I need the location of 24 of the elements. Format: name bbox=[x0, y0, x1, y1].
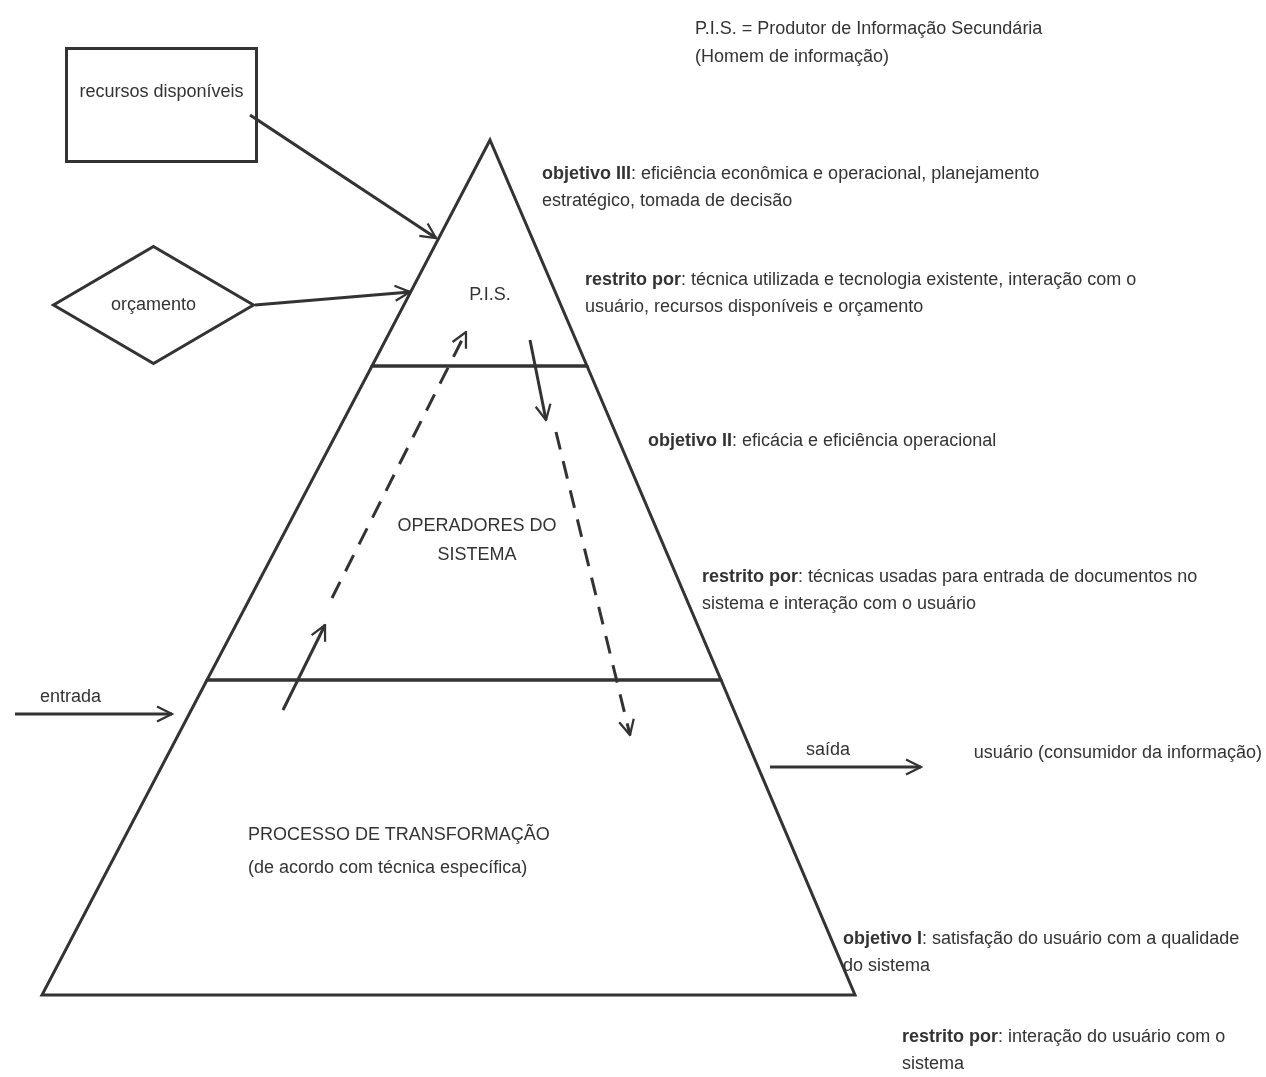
annotation-text: objetivo II: eficácia e eficiência operacional bbox=[648, 429, 998, 452]
annotation-text: objetivo I: satisfação do usuário com a qualidade do sistema bbox=[843, 927, 1241, 977]
node-label: usuário (consumidor da informação) bbox=[972, 741, 1262, 764]
arrow bbox=[254, 284, 412, 307]
arrow bbox=[249, 113, 438, 240]
arrow bbox=[770, 758, 923, 776]
node-label: PROCESSO DE TRANSFORMAÇÃO bbox=[248, 823, 551, 846]
node-label: OPERADORES DO SISTEMA bbox=[396, 514, 558, 566]
node-label: orçamento bbox=[109, 293, 197, 316]
arrow bbox=[554, 431, 635, 737]
node-label: P.I.S. bbox=[468, 283, 512, 306]
arrow bbox=[15, 705, 174, 723]
budget-diamond bbox=[52, 245, 255, 365]
node-label: (de acordo com técnica específica) bbox=[248, 856, 529, 879]
node-label: recursos disponíveis bbox=[78, 80, 245, 103]
annotation-text: objetivo III: eficiência econômica e operacional, planejamento estratégico, tomada de decisão bbox=[542, 162, 1041, 212]
annotation-text: restrito por: técnica utilizada e tecnologia existente, interação com o usuário, recursos disponíveis e orçamento bbox=[585, 268, 1138, 318]
arrow bbox=[330, 330, 468, 599]
annotation-text: restrito por: interação do usuário com o sistema bbox=[902, 1025, 1227, 1075]
arrow bbox=[281, 623, 327, 711]
annotation-text: restrito por: técnicas usadas para entrada de documentos no sistema e interação com o usuário bbox=[702, 565, 1199, 615]
note-text: P.I.S. = Produtor de Informação Secundária (Homem de informação) bbox=[695, 17, 1044, 68]
resource-box bbox=[65, 47, 258, 163]
arrow bbox=[528, 339, 552, 422]
